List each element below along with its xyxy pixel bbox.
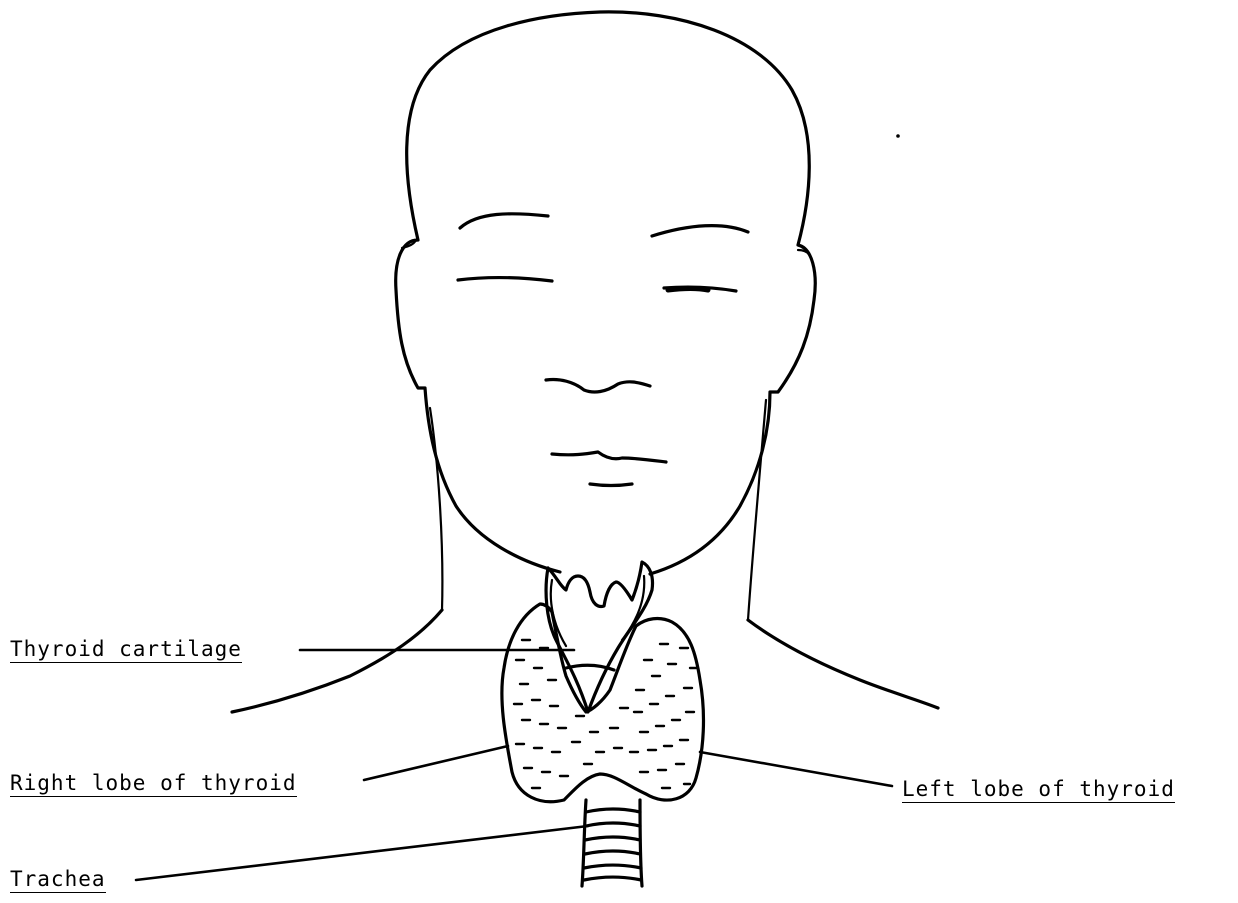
stray-dot [896,134,900,138]
label-thyroid-cartilage: Thyroid cartilage [10,638,242,663]
trachea-rings [584,809,641,880]
leader-right-lobe [364,746,508,780]
left-eye-lid [668,289,708,291]
right-eyebrow [460,214,548,228]
left-eyebrow [652,226,748,236]
upper-lip [552,452,666,462]
label-right-lobe: Right lobe of thyroid [10,772,297,797]
right-shoulder [232,610,442,712]
nose [546,379,650,392]
label-left-lobe: Left lobe of thyroid [902,778,1175,803]
left-shoulder [748,620,938,708]
left-neck-line [748,400,766,620]
lower-lip [590,484,632,486]
leader-trachea [136,826,588,880]
head-outline [396,12,816,574]
thyroid-stipple [514,640,696,788]
label-trachea: Trachea [10,868,106,893]
thyroid-gland-outline [502,604,704,802]
right-eye [458,277,552,281]
leader-left-lobe [700,752,892,786]
